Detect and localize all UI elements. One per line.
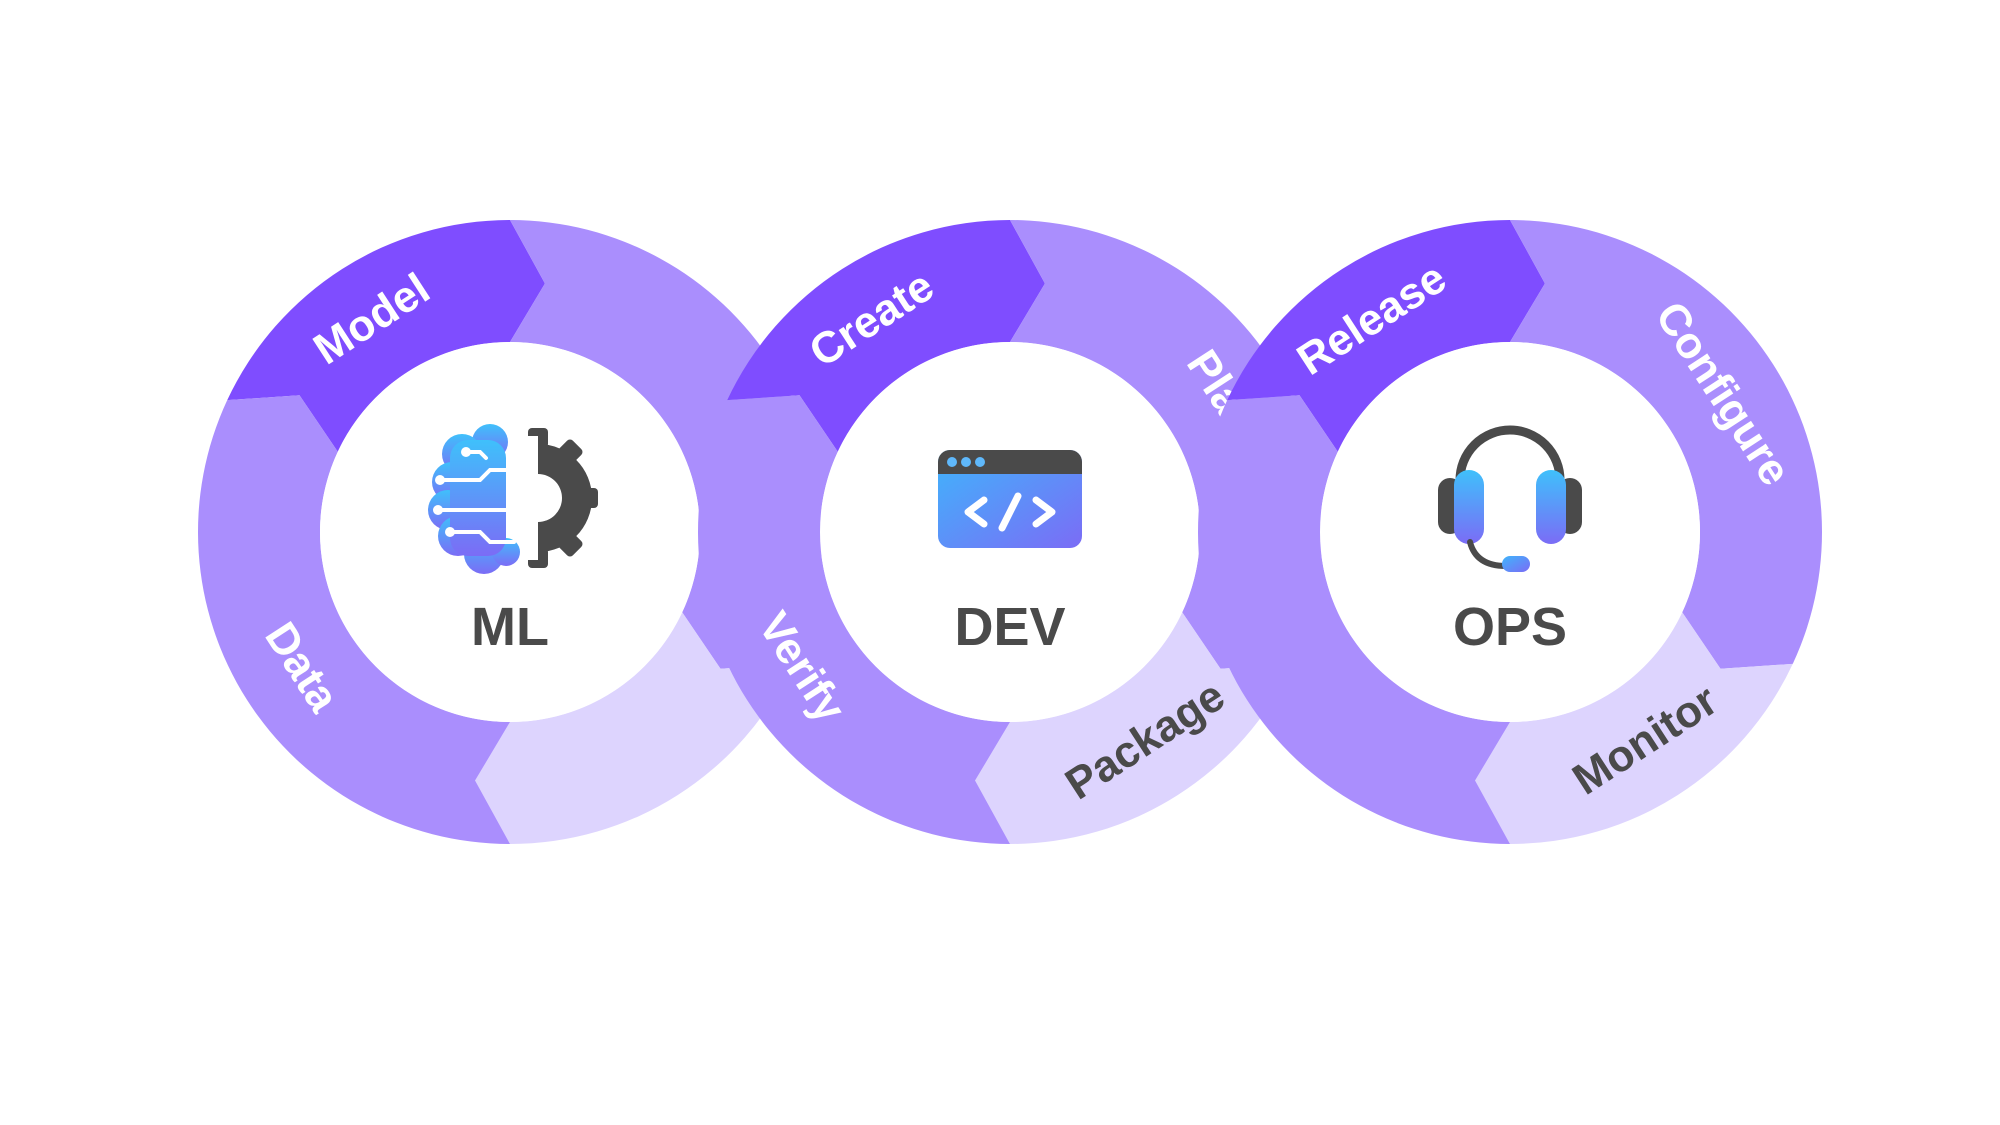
ops-title: OPS bbox=[1453, 597, 1567, 657]
ops-segment-blank-3 bbox=[1198, 395, 1510, 844]
ops-segment-release bbox=[1227, 220, 1545, 452]
dev-segment-package bbox=[975, 612, 1293, 844]
dev-segment-create bbox=[727, 220, 1045, 452]
dev-title: DEV bbox=[954, 597, 1065, 657]
ml-segment-model bbox=[227, 220, 545, 452]
code-window-icon bbox=[938, 450, 1082, 548]
ml-segment-data bbox=[197, 395, 511, 844]
ops-segment-configure bbox=[1510, 219, 1823, 669]
ops-center-disc bbox=[1320, 342, 1700, 722]
brain-gear-icon bbox=[428, 424, 598, 574]
dev-segment-verify bbox=[698, 395, 1010, 844]
ml-segment-blank-2 bbox=[475, 612, 793, 844]
ml-title: ML bbox=[471, 597, 549, 657]
headset-icon bbox=[1438, 425, 1582, 572]
ops-segment-monitor bbox=[1475, 612, 1793, 844]
